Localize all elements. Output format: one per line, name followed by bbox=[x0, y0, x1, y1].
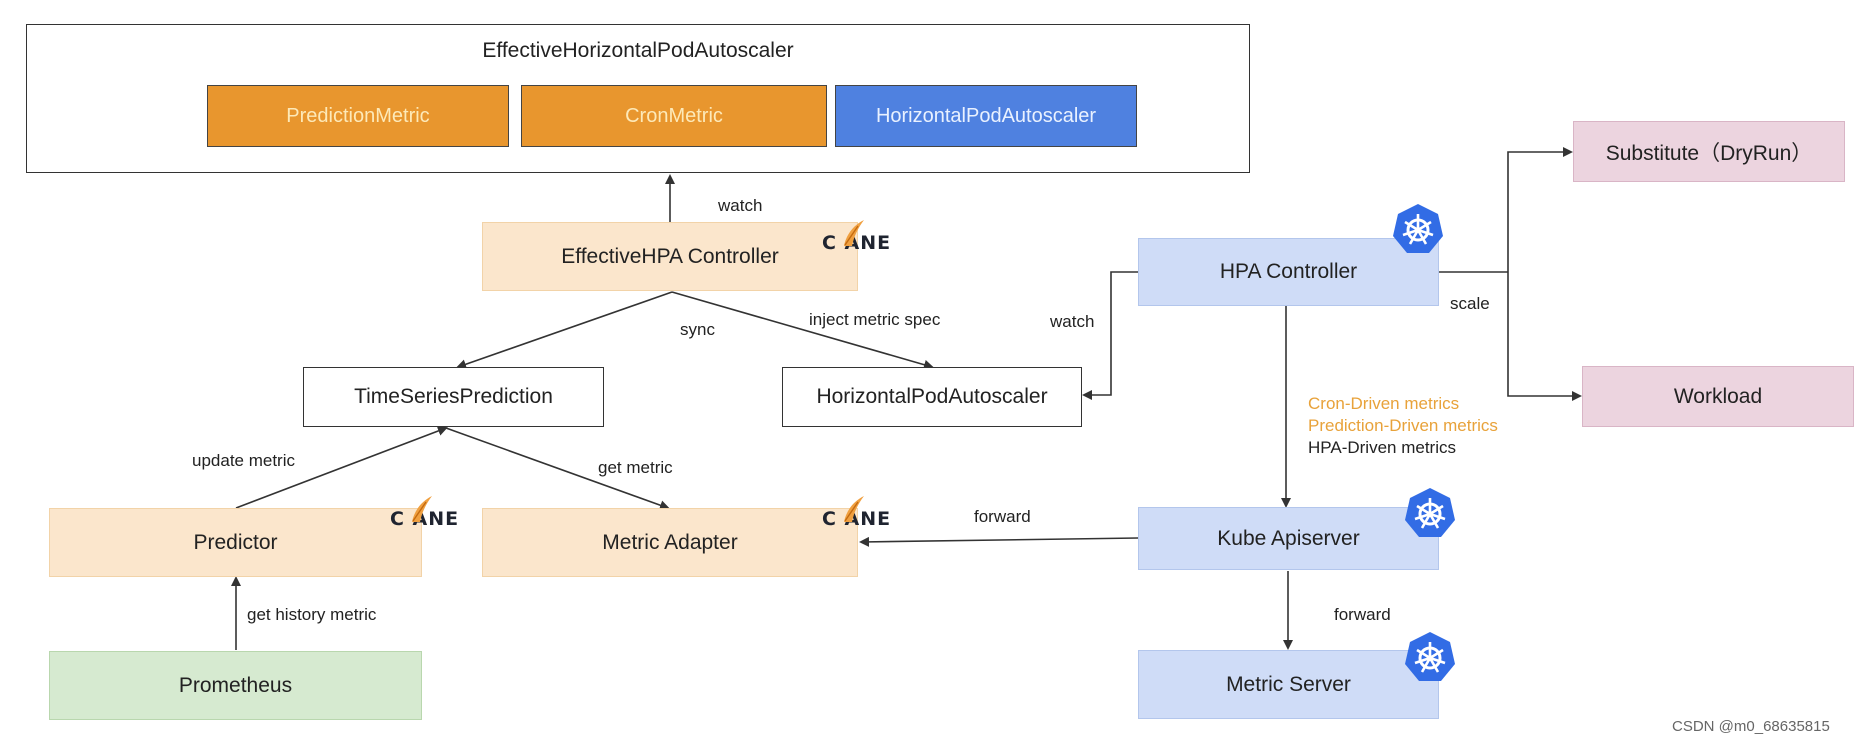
workload-node: Workload bbox=[1582, 366, 1854, 427]
kubernetes-helm-icon bbox=[1393, 204, 1443, 253]
watermark: CSDN @m0_68635815 bbox=[1672, 718, 1830, 735]
edge-scale-substitute bbox=[1507, 147, 1573, 272]
horizontal-pod-autoscaler-node: HorizontalPodAutoscaler bbox=[782, 367, 1082, 427]
kubernetes-helm-icon bbox=[1405, 632, 1455, 681]
crane-logo: C ANE bbox=[390, 496, 459, 530]
effective-hpa-title: EffectiveHorizontalPodAutoscaler bbox=[482, 39, 794, 62]
metric-types-list: Cron-Driven metrics Prediction-Driven me… bbox=[1308, 393, 1498, 459]
prometheus-node: Prometheus bbox=[49, 651, 422, 720]
label-scale: scale bbox=[1450, 294, 1490, 313]
kube-apiserver-node: Kube Apiserver bbox=[1138, 507, 1439, 570]
label-get-metric: get metric bbox=[598, 458, 673, 477]
chip-prediction-metric: PredictionMetric bbox=[207, 85, 509, 147]
edge-scale-workload bbox=[1507, 272, 1582, 401]
effective-hpa-box: EffectiveHorizontalPodAutoscaler Predict… bbox=[26, 24, 1250, 173]
crane-logo: C ANE bbox=[822, 220, 891, 254]
label-forward-adapter: forward bbox=[974, 507, 1031, 526]
edge-forward-adapter bbox=[859, 536, 1139, 547]
label-sync: sync bbox=[680, 320, 715, 339]
edge-sync bbox=[456, 291, 673, 370]
edge-watch-hpa bbox=[1082, 271, 1138, 400]
label-update-metric: update metric bbox=[192, 451, 295, 470]
edge-update-metric bbox=[235, 426, 448, 509]
edge-get-metric bbox=[445, 427, 670, 510]
edge-inject-metric-spec bbox=[671, 291, 934, 370]
crane-feather-icon bbox=[412, 496, 432, 522]
label-inject-metric-spec: inject metric spec bbox=[809, 310, 941, 329]
crane-feather-icon bbox=[844, 496, 864, 522]
substitute-node: Substitute（DryRun） bbox=[1573, 121, 1845, 182]
hpa-controller-node: HPA Controller bbox=[1138, 238, 1439, 306]
metric-server-node: Metric Server bbox=[1138, 650, 1439, 719]
predictor-node: Predictor bbox=[49, 508, 422, 577]
label-forward-server: forward bbox=[1334, 605, 1391, 624]
crane-logo: C ANE bbox=[822, 496, 891, 530]
metric-hpa-driven: HPA-Driven metrics bbox=[1308, 438, 1456, 457]
label-watch-top: watch bbox=[718, 196, 763, 215]
kubernetes-helm-icon bbox=[1405, 488, 1455, 537]
label-get-history-metric: get history metric bbox=[247, 605, 377, 624]
label-watch-hpa: watch bbox=[1050, 312, 1095, 331]
effective-hpa-controller-node: EffectiveHPA Controller bbox=[482, 222, 858, 291]
chip-cron-metric: CronMetric bbox=[521, 85, 827, 147]
metric-prediction-driven: Prediction-Driven metrics bbox=[1308, 416, 1498, 435]
metric-adapter-node: Metric Adapter bbox=[482, 508, 858, 577]
metric-cron-driven: Cron-Driven metrics bbox=[1308, 394, 1460, 413]
time-series-prediction-node: TimeSeriesPrediction bbox=[303, 367, 604, 427]
crane-feather-icon bbox=[844, 220, 864, 246]
chip-horizontal-pod-autoscaler: HorizontalPodAutoscaler bbox=[835, 85, 1137, 147]
